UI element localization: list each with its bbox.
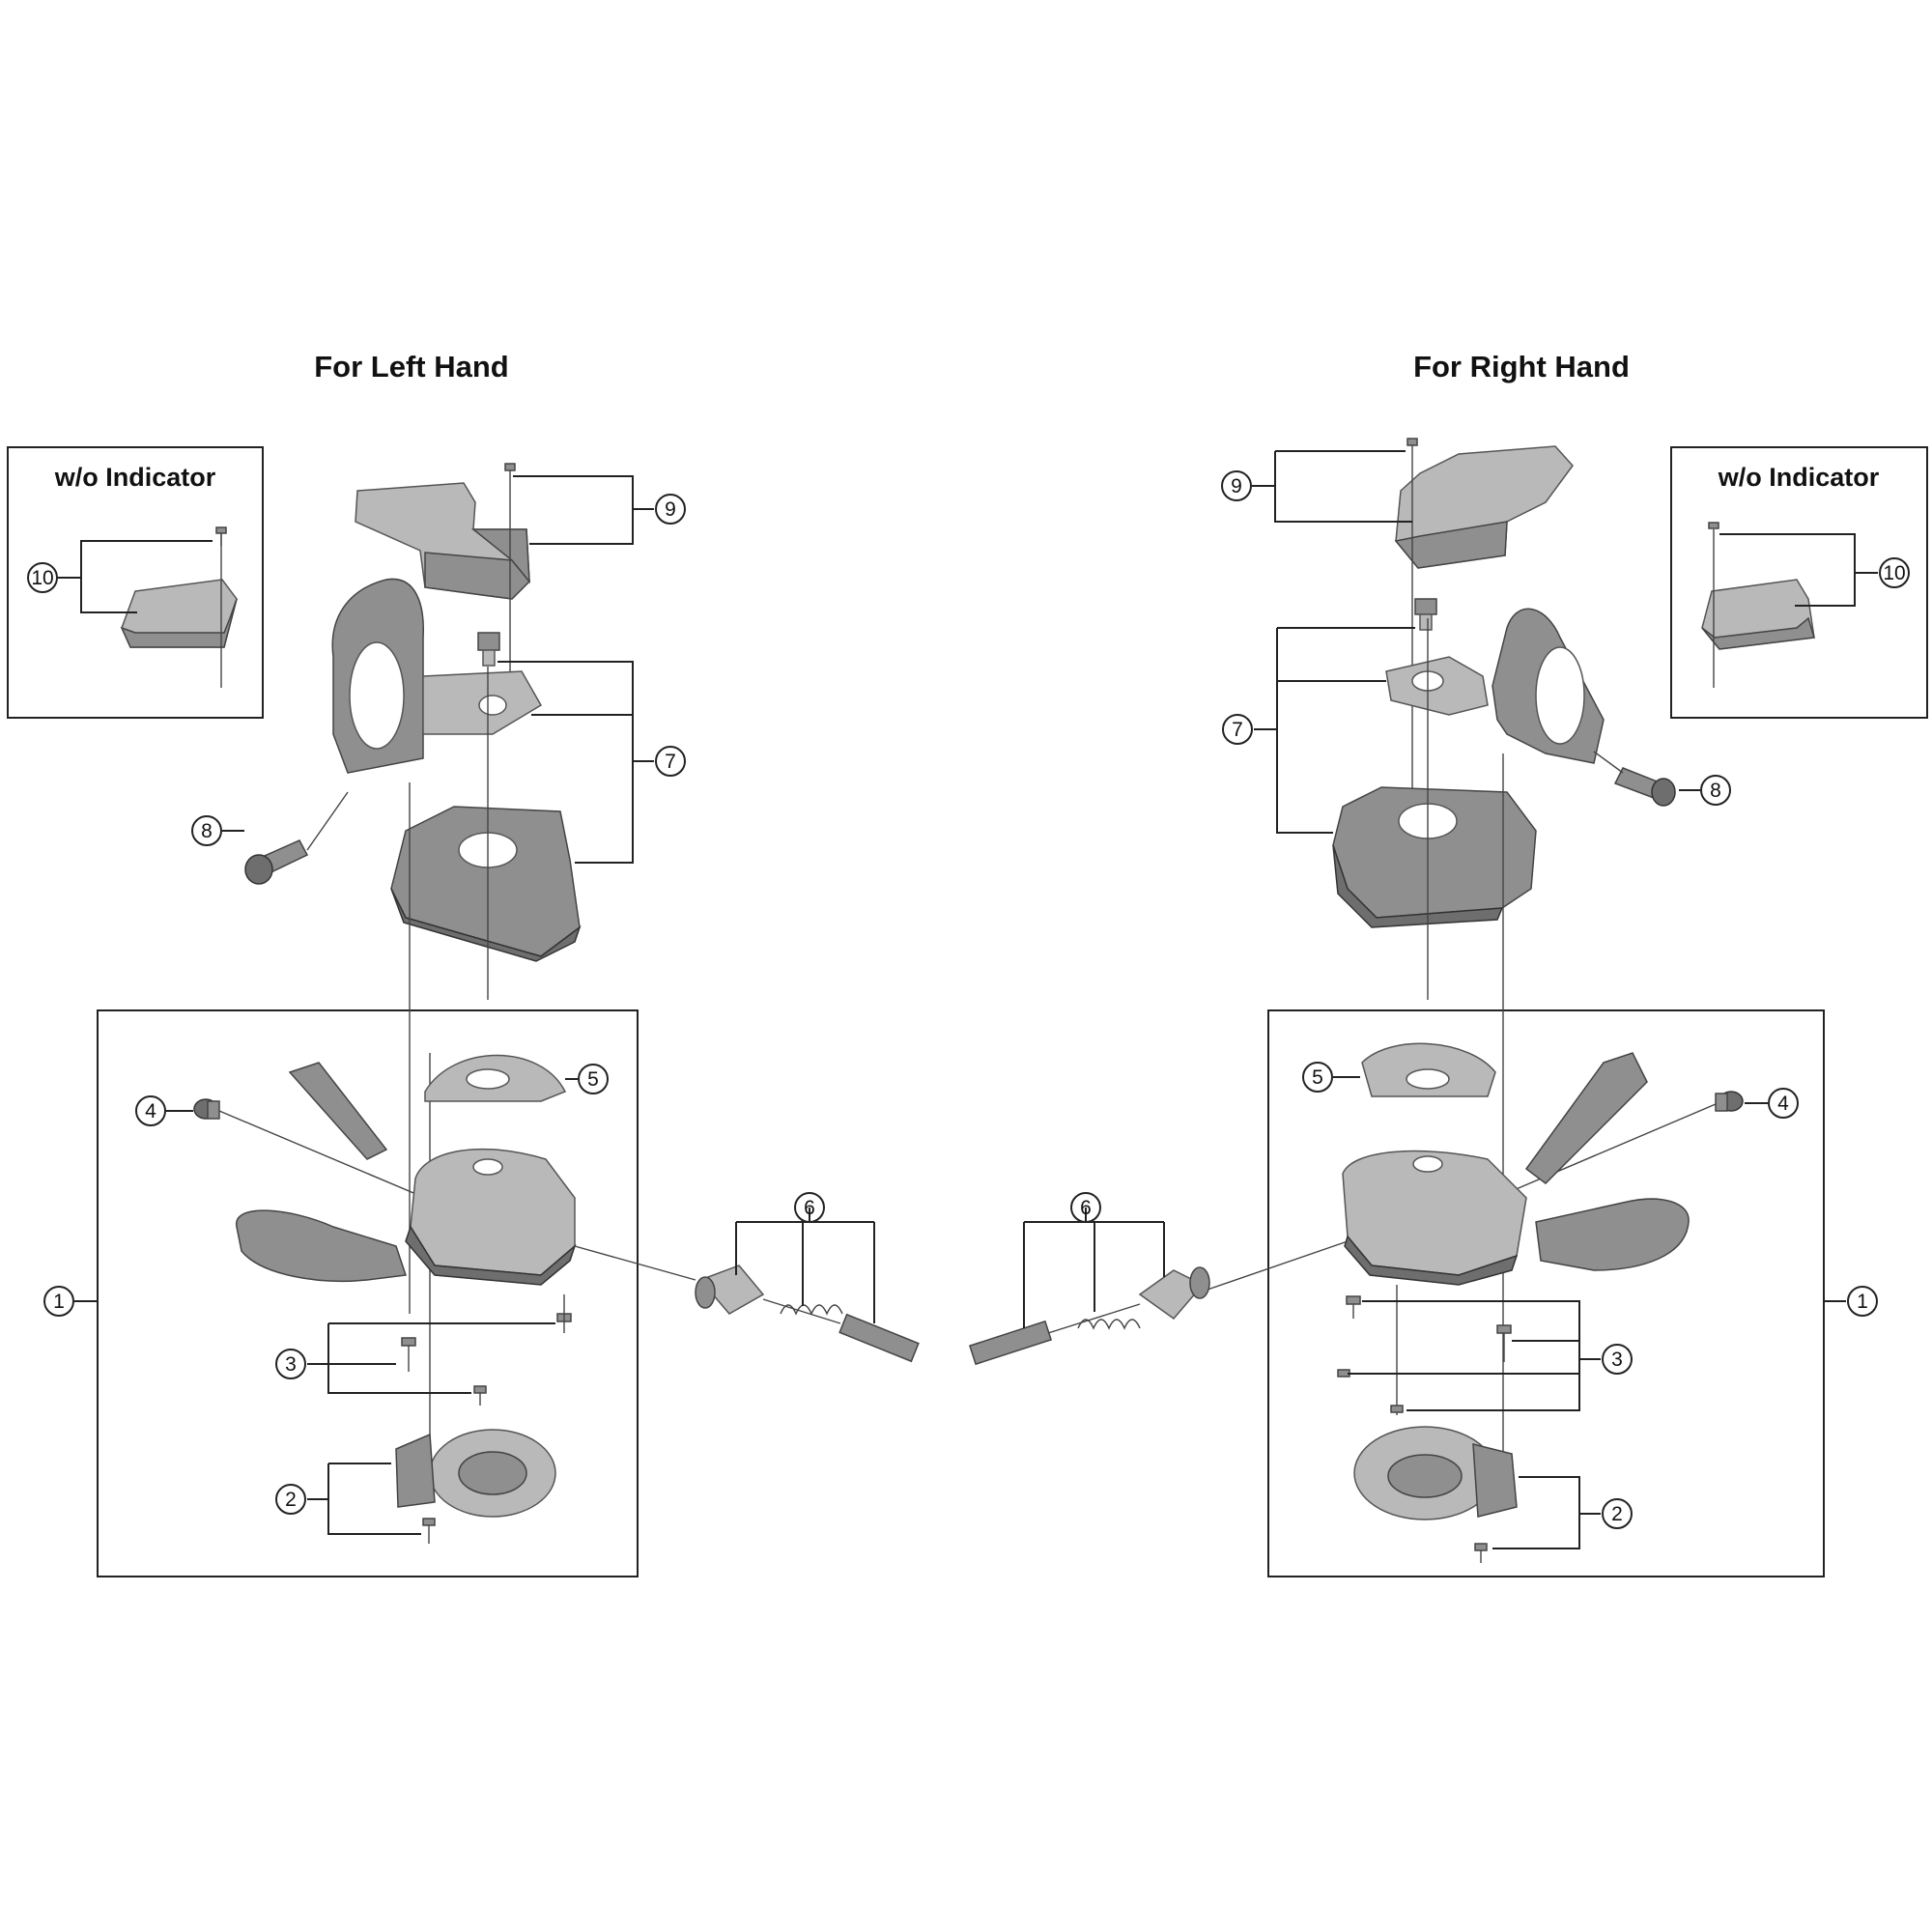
left-callout-8: 8 xyxy=(191,815,222,846)
svg-text:4: 4 xyxy=(1777,1093,1789,1115)
right-callout-6: 6 xyxy=(1070,1192,1101,1223)
right-callout-4: 4 xyxy=(1768,1088,1799,1119)
svg-text:8: 8 xyxy=(201,820,213,842)
right-indicator-part xyxy=(1394,438,1574,840)
left-callout-2: 2 xyxy=(275,1484,306,1515)
right-callout-5: 5 xyxy=(1302,1062,1333,1093)
left-shift-lever-body-part xyxy=(236,1062,577,1286)
svg-text:9: 9 xyxy=(1231,475,1242,497)
left-hand-assembly: w/o Indicator 10 xyxy=(7,446,920,1577)
svg-text:7: 7 xyxy=(1232,719,1243,741)
left-indicator-screw-part xyxy=(215,526,227,546)
svg-text:3: 3 xyxy=(285,1353,297,1376)
svg-text:5: 5 xyxy=(1312,1066,1323,1089)
left-callout-7: 7 xyxy=(655,746,686,777)
right-clamp-band-part xyxy=(1385,608,1605,764)
left-callout-3: 3 xyxy=(275,1349,306,1379)
svg-text:4: 4 xyxy=(145,1100,156,1122)
right-callout-9: 9 xyxy=(1221,470,1252,501)
left-callout-4: 4 xyxy=(135,1095,166,1126)
left-hand-title: For Left Hand xyxy=(314,350,509,384)
right-clamp-bolt-part xyxy=(1593,751,1676,807)
left-grommet-part xyxy=(193,1098,426,1199)
left-plate-part xyxy=(424,1054,567,1102)
left-upper-cover-part xyxy=(390,667,582,1000)
right-indicator-box: w/o Indicator 10 xyxy=(1670,446,1928,719)
svg-text:7: 7 xyxy=(665,751,676,773)
right-callout-2: 2 xyxy=(1602,1498,1633,1529)
left-callout-1: 1 xyxy=(43,1286,74,1317)
left-clamp-bolt-part xyxy=(244,791,349,885)
svg-text:1: 1 xyxy=(53,1291,65,1313)
svg-text:8: 8 xyxy=(1710,780,1721,802)
left-indicator-part xyxy=(355,463,531,681)
svg-text:2: 2 xyxy=(285,1489,297,1511)
right-callout-1: 1 xyxy=(1847,1286,1878,1317)
right-callout-8: 8 xyxy=(1700,775,1731,806)
right-hand-title: For Right Hand xyxy=(1413,350,1630,384)
right-callout-3: 3 xyxy=(1602,1344,1633,1375)
svg-text:10: 10 xyxy=(1883,562,1905,584)
right-adjuster-part xyxy=(968,1266,1210,1366)
left-indicator-box: w/o Indicator 10 xyxy=(7,446,264,719)
svg-text:1: 1 xyxy=(1857,1291,1868,1313)
left-screws-part xyxy=(401,1294,572,1406)
svg-text:9: 9 xyxy=(665,498,676,521)
svg-text:2: 2 xyxy=(1611,1503,1623,1525)
svg-text:3: 3 xyxy=(1611,1349,1623,1371)
svg-text:5: 5 xyxy=(587,1068,599,1091)
left-indicator-box-title: w/o Indicator xyxy=(54,463,216,492)
right-hand-assembly: w/o Indicator 10 9 xyxy=(968,438,1928,1577)
right-indicator-screw-part xyxy=(1708,522,1719,529)
left-callout-10: 10 xyxy=(27,562,58,593)
left-lever-unit-box xyxy=(97,1009,639,1577)
left-callout-5: 5 xyxy=(578,1064,609,1094)
svg-text:6: 6 xyxy=(804,1197,815,1219)
right-indicator-box-title: w/o Indicator xyxy=(1718,463,1880,492)
right-cap-bolt-part xyxy=(1414,598,1437,631)
left-cap-bolt-part xyxy=(477,632,500,667)
right-bottom-cover-part xyxy=(1353,1426,1518,1563)
svg-text:6: 6 xyxy=(1080,1197,1092,1219)
right-callout-7: 7 xyxy=(1222,714,1253,745)
right-callout-10: 10 xyxy=(1879,557,1910,588)
right-lever-unit-box xyxy=(1267,1009,1825,1577)
right-upper-cover-part xyxy=(1332,618,1537,1000)
left-callout-9: 9 xyxy=(655,494,686,525)
left-callout-6: 6 xyxy=(794,1192,825,1223)
left-adjuster-part xyxy=(695,1264,920,1363)
left-clamp-band-part xyxy=(331,578,543,774)
right-screws-part xyxy=(1337,1295,1512,1413)
left-bottom-cover-part xyxy=(395,1429,556,1544)
right-plate-part xyxy=(1361,1042,1496,1097)
right-shift-lever-body-part xyxy=(1342,1052,1690,1286)
svg-text:10: 10 xyxy=(31,567,53,589)
